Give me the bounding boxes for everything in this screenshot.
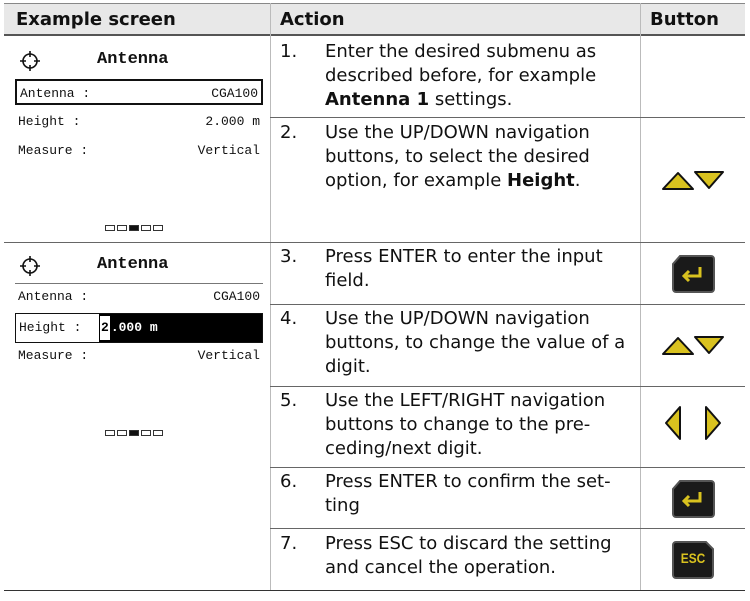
height-input[interactable]: 2.000 m <box>99 314 262 342</box>
left-right-arrow-icon <box>664 406 721 440</box>
crosshair-icon <box>20 256 40 276</box>
crosshair-icon <box>20 51 40 71</box>
page-indicator <box>105 225 163 231</box>
field-antenna[interactable]: Antenna : CGA100 <box>15 284 263 310</box>
up-down-arrow-icon <box>661 336 724 355</box>
text: Use the UP/DOWN navigation buttons, to s… <box>325 122 590 191</box>
page-indicator <box>105 430 163 436</box>
step-text: Use the UP/DOWN navigation buttons, to s… <box>325 121 635 193</box>
header-button: Button <box>650 9 719 30</box>
divider <box>15 283 263 284</box>
step-text: Press ENTER to confirm the set-ting <box>325 471 611 516</box>
step-number: 5. <box>280 390 298 411</box>
field-label: Height : <box>16 314 99 342</box>
left-right-keys <box>640 403 745 443</box>
up-down-keys <box>640 160 745 200</box>
divider <box>270 117 745 118</box>
step-text: Use the LEFT/RIGHT navigation buttons to… <box>325 390 606 459</box>
up-down-arrow-icon <box>661 171 724 190</box>
esc-label: ESC <box>680 550 705 566</box>
divider <box>270 386 745 387</box>
example-screen-2: Antenna Antenna : CGA100 Height : 2.000 m… <box>15 255 263 445</box>
field-label: Measure : <box>18 348 89 363</box>
enter-icon <box>671 480 715 518</box>
header-example-screen: Example screen <box>16 9 176 30</box>
divider <box>4 590 745 591</box>
field-measure[interactable]: Measure : Vertical <box>15 343 263 369</box>
step-text: Press ESC to discard the setting and can… <box>325 533 612 578</box>
field-value: Vertical <box>197 143 260 158</box>
up-down-keys <box>640 325 745 365</box>
divider <box>270 528 745 529</box>
text: . <box>574 170 581 191</box>
field-label: Antenna : <box>18 289 89 304</box>
step-text: Use the UP/DOWN navigation buttons, to c… <box>325 308 626 377</box>
field-height[interactable]: Height : 2.000 m <box>15 109 263 135</box>
step-number: 2. <box>280 122 298 143</box>
bold-text: Antenna 1 <box>325 89 430 110</box>
enter-key <box>640 252 745 296</box>
esc-icon: ESC <box>671 540 715 580</box>
bold-text: Height <box>507 170 575 191</box>
digit-cursor: 2 <box>99 315 111 341</box>
example-screen-1: Antenna Antenna :CGA100 Height :2.000 m … <box>15 50 263 240</box>
esc-key: ESC <box>640 538 745 582</box>
field-label: Height : <box>18 114 81 129</box>
step-number: 1. <box>280 41 298 62</box>
field-height-editing[interactable]: Height : 2.000 m <box>15 313 263 343</box>
divider <box>270 467 745 468</box>
field-measure[interactable]: Measure : Vertical <box>15 138 263 164</box>
field-value: Vertical <box>197 348 260 363</box>
field-value: .000 m <box>110 320 158 335</box>
field-value: CGA100 <box>213 289 260 304</box>
divider <box>270 304 745 305</box>
enter-icon <box>671 255 715 293</box>
step-number: 6. <box>280 471 298 492</box>
step-number: 3. <box>280 246 298 267</box>
enter-key <box>640 477 745 521</box>
divider <box>270 3 271 591</box>
divider <box>640 3 641 591</box>
text: Enter the desired submenu as described b… <box>325 41 597 86</box>
field-value: CGA100 <box>211 86 258 101</box>
field-antenna[interactable]: Antenna : CGA100 <box>15 79 263 105</box>
text: settings. <box>429 89 513 110</box>
step-number: 4. <box>280 308 298 329</box>
key-shape <box>671 541 714 579</box>
field-label: Antenna : <box>20 86 91 101</box>
table-header: Example screen Action Button <box>4 3 745 36</box>
step-number: 7. <box>280 533 298 554</box>
divider <box>4 242 745 243</box>
step-text: Enter the desired submenu as described b… <box>325 40 635 112</box>
field-value: 2.000 m <box>205 114 260 129</box>
header-action: Action <box>280 9 345 30</box>
screen-title: Antenna <box>97 50 169 69</box>
step-text: Press ENTER to enter the input field. <box>325 246 603 291</box>
field-label: Measure : <box>18 143 89 158</box>
screen-title: Antenna <box>97 255 169 274</box>
